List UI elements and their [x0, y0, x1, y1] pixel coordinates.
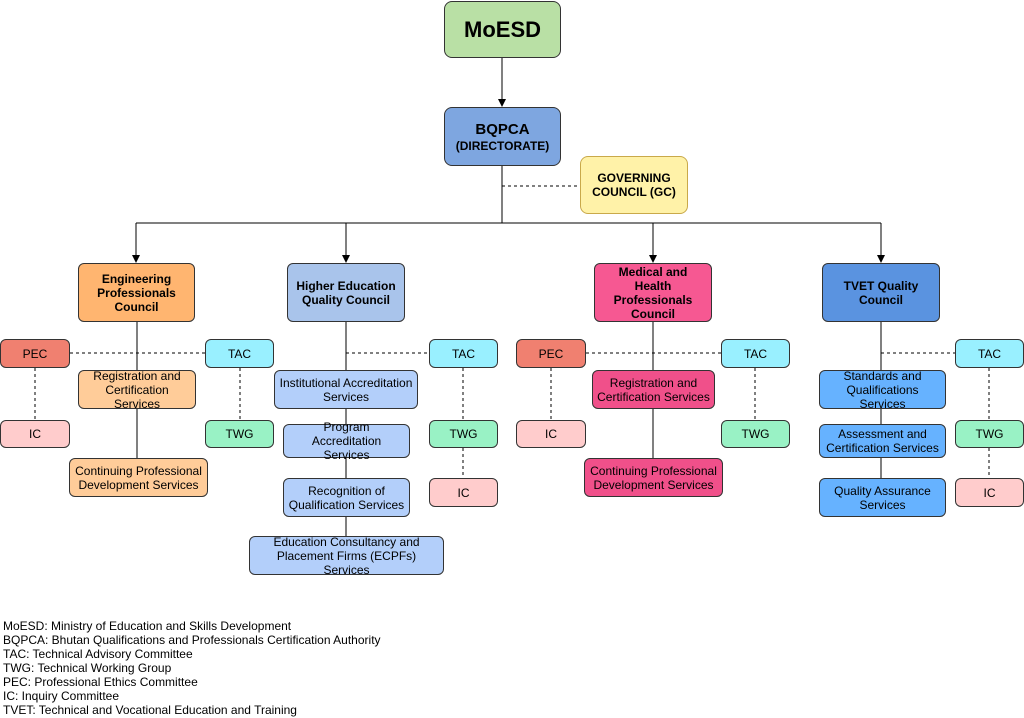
higher-education-council-box: Higher Education Quality Council — [287, 263, 405, 322]
hequ-twg-box: TWG — [429, 420, 498, 448]
med-tac-box: TAC — [721, 339, 790, 368]
tvet-ic-box: IC — [955, 478, 1024, 507]
tvet-quality-assurance-services: Quality Assurance Services — [819, 478, 946, 517]
moesd-box: MoESD — [444, 1, 561, 58]
abbreviation-legend: MoESD: Ministry of Education and Skills … — [3, 619, 381, 717]
tvet-council-box: TVET Quality Council — [822, 263, 940, 322]
governing-council-box: GOVERNING COUNCIL (GC) — [580, 156, 688, 214]
legend-item: PEC: Professional Ethics Committee — [3, 675, 198, 689]
med-pec-box: PEC — [516, 339, 586, 368]
eng-pec-box: PEC — [0, 339, 70, 368]
legend-item: TAC: Technical Advisory Committee — [3, 647, 193, 661]
med-registration-services: Registration and Certification Services — [592, 370, 715, 409]
hequ-program-accreditation: Program Accreditation Services — [283, 420, 410, 462]
tvet-twg-box: TWG — [955, 420, 1024, 448]
med-twg-box: TWG — [721, 420, 790, 448]
legend-item: TVET: Technical and Vocational Education… — [3, 703, 297, 717]
medical-council-box: Medical and Health Professionals Council — [594, 263, 712, 322]
hequ-institutional-accreditation: Institutional Accreditation Services — [274, 370, 418, 409]
eng-twg-box: TWG — [205, 420, 274, 448]
hequ-ecpf-services: Education Consultancy and Placement Firm… — [249, 535, 444, 577]
tvet-standards-services: Standards and Qualifications Services — [819, 369, 946, 411]
hequ-tac-box: TAC — [429, 339, 498, 368]
bqpca-box: BQPCA (DIRECTORATE) — [444, 107, 561, 166]
eng-tac-box: TAC — [205, 339, 274, 368]
med-ic-box: IC — [516, 420, 586, 448]
med-cpd-services: Continuing Professional Development Serv… — [584, 458, 723, 497]
eng-ic-box: IC — [0, 420, 70, 448]
tvet-tac-box: TAC — [955, 339, 1024, 368]
bqpca-subtitle: (DIRECTORATE) — [455, 138, 550, 153]
tvet-assessment-services: Assessment and Certification Services — [819, 424, 946, 458]
bqpca-title: BQPCA — [475, 120, 530, 138]
hequ-recognition-qualification: Recognition of Qualification Services — [283, 478, 410, 517]
hequ-ic-box: IC — [429, 478, 498, 507]
legend-item: TWG: Technical Working Group — [3, 661, 172, 675]
legend-item: MoESD: Ministry of Education and Skills … — [3, 619, 292, 633]
legend-item: BQPCA: Bhutan Qualifications and Profess… — [3, 633, 381, 647]
eng-registration-services: Registration and Certification Services — [78, 369, 196, 411]
eng-cpd-services: Continuing Professional Development Serv… — [69, 458, 208, 497]
engineering-council-box: Engineering Professionals Council — [78, 263, 195, 322]
legend-item: IC: Inquiry Committee — [3, 689, 120, 703]
